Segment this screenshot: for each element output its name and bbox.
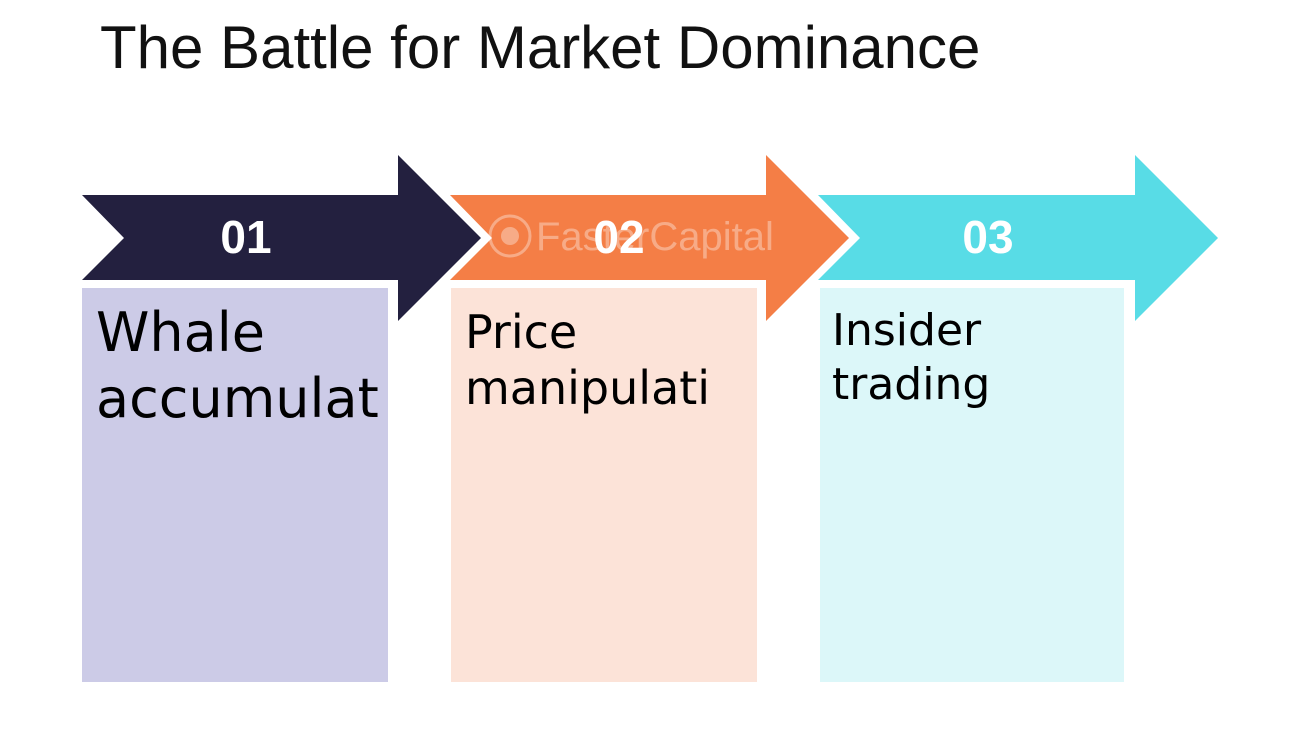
step-02-number: 02: [593, 211, 644, 263]
watermark-text: FasterCapital: [536, 215, 774, 259]
step-03-arrow: [818, 155, 1218, 321]
watermark-logo: [488, 214, 532, 258]
step-03-number: 03: [962, 211, 1013, 263]
step-02-arrow: [450, 155, 849, 321]
diagram-title: The Battle for Market Dominance: [100, 14, 981, 81]
step-01-arrow: [82, 155, 481, 321]
step-01-number: 01: [220, 211, 271, 263]
